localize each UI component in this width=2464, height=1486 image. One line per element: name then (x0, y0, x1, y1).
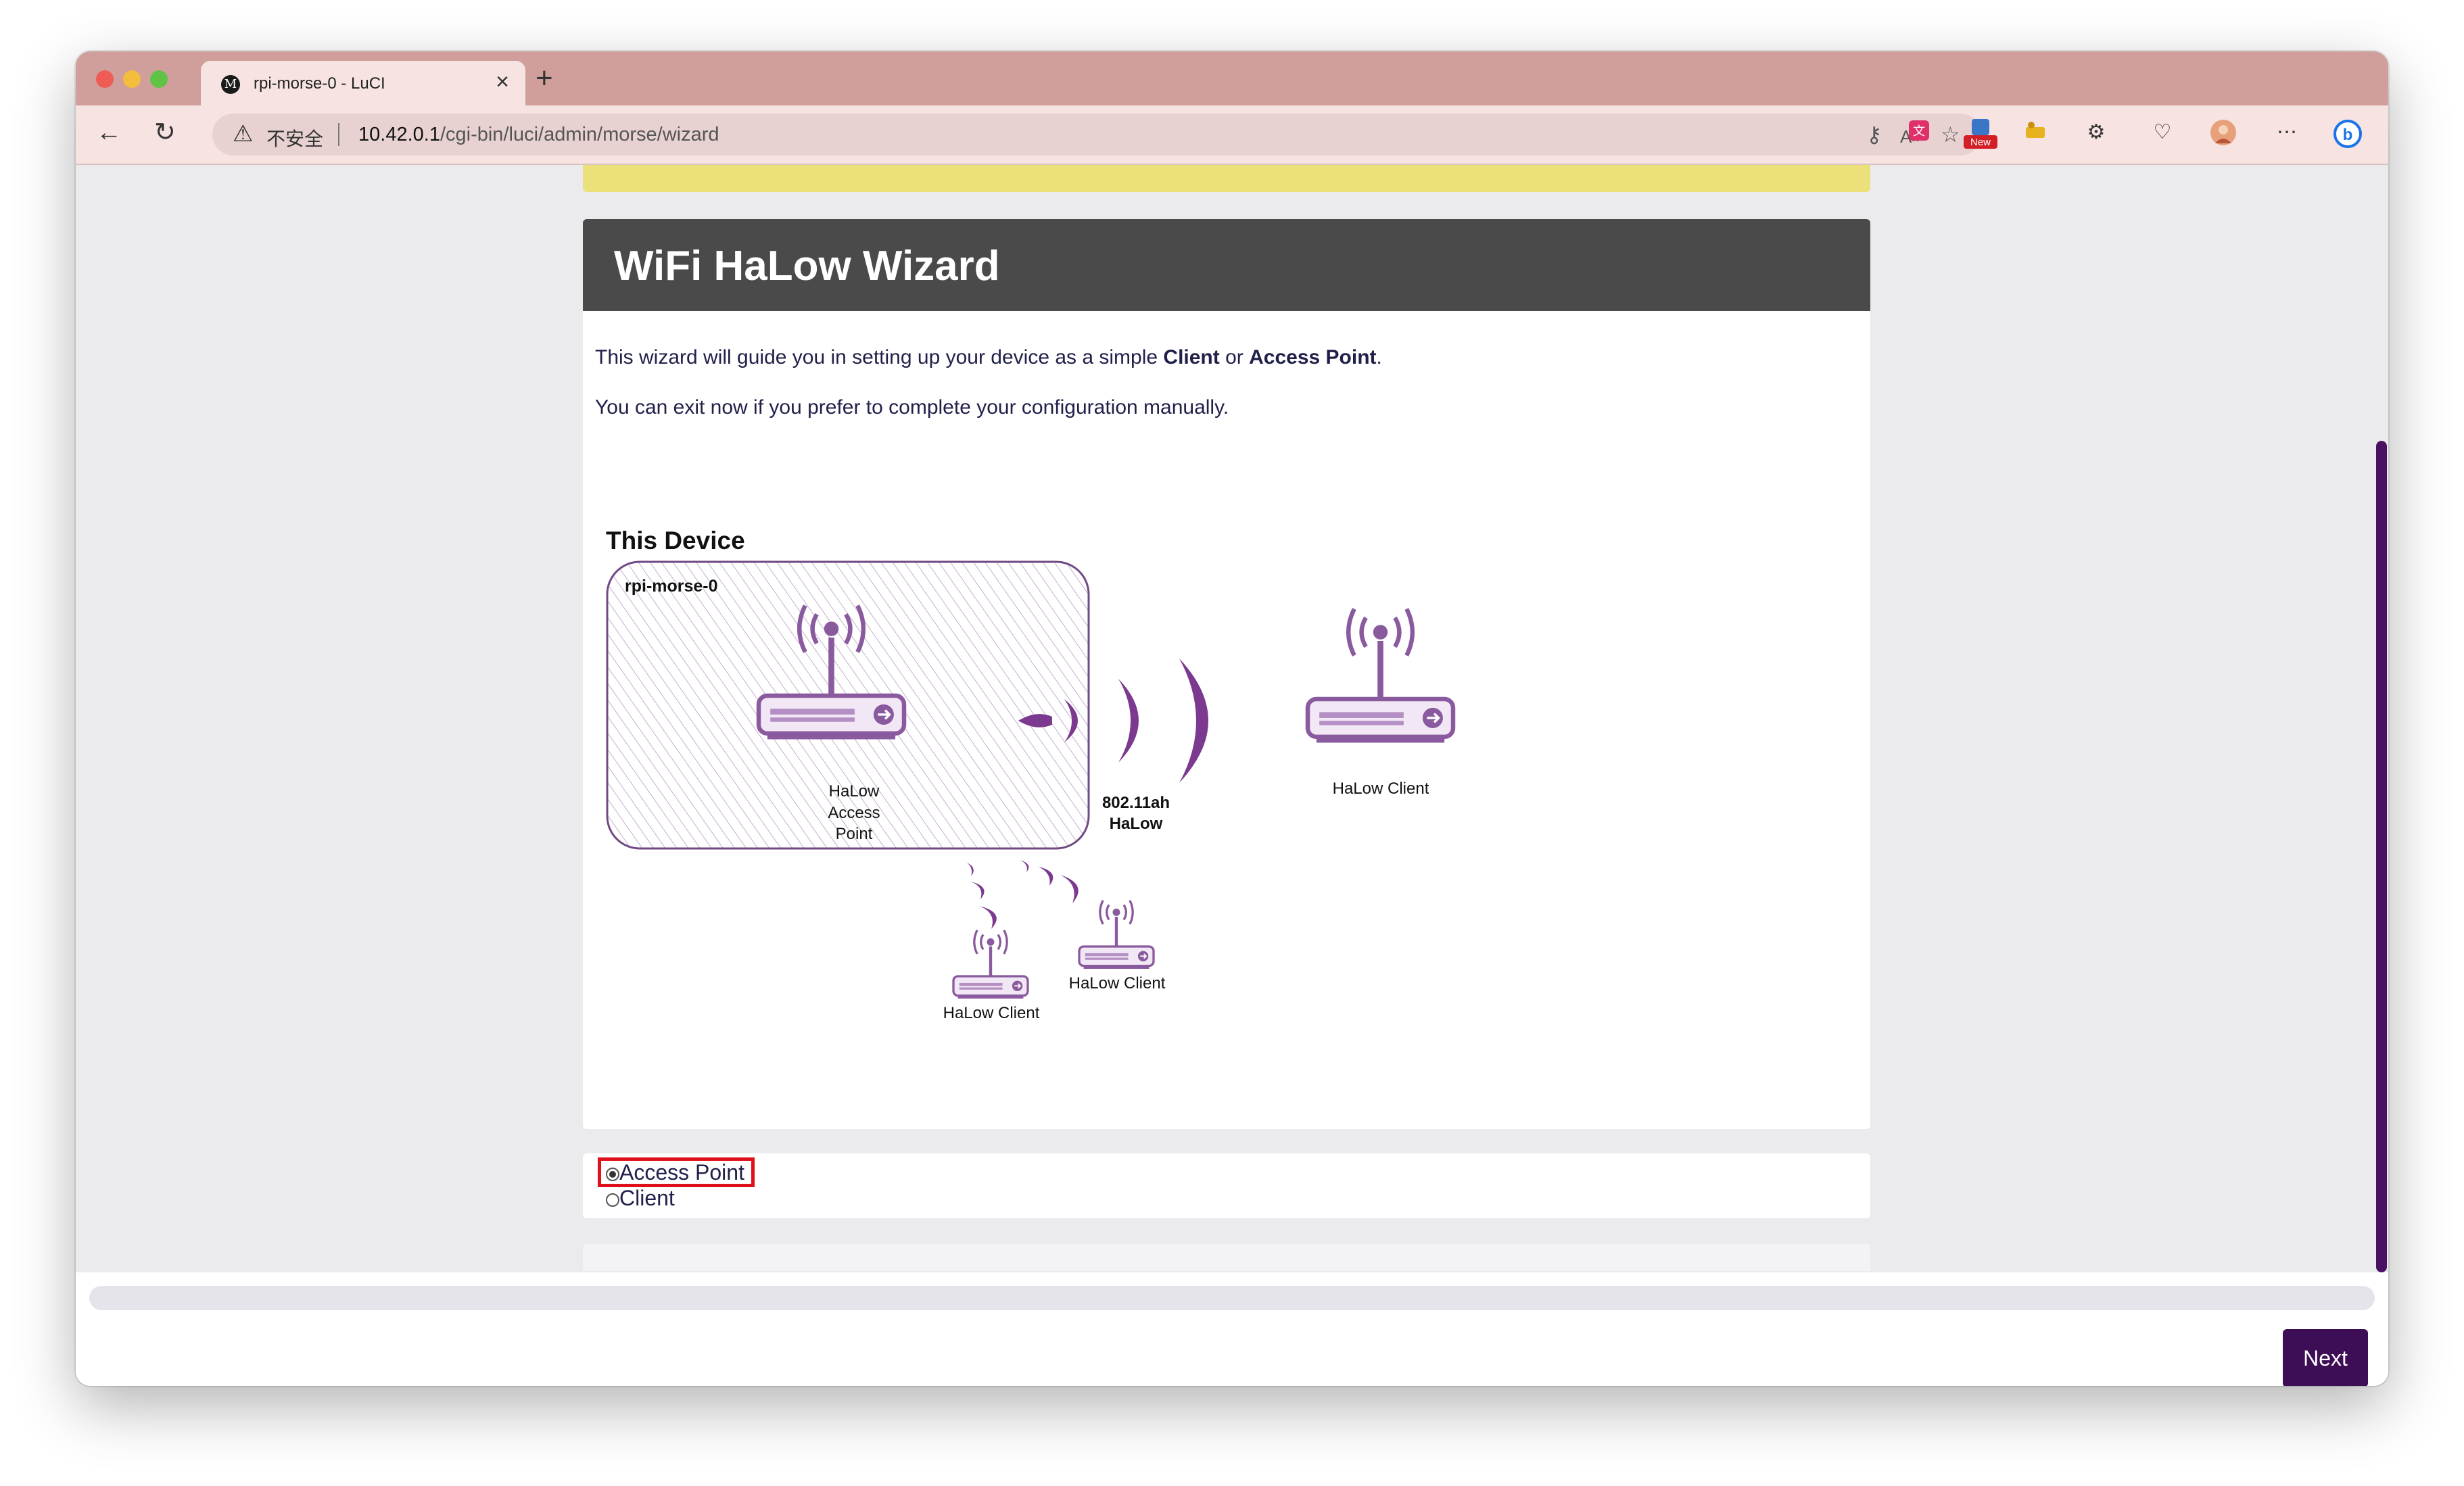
signal-waves-icon (1018, 658, 1208, 783)
client-far-label: HaLow Client (1333, 780, 1429, 798)
extensions-puzzle-icon[interactable]: ⚙ (2087, 121, 2106, 143)
selection-highlight (598, 1157, 755, 1187)
ap-label-2: Access (828, 804, 880, 822)
new-tab-icon[interactable]: + (536, 62, 553, 95)
intro-or: or (1219, 346, 1250, 368)
halow-client-far-icon (1308, 609, 1453, 743)
url-path: /cgi-bin/luci/admin/morse/wizard (440, 124, 719, 145)
address-separator (338, 123, 339, 146)
browser-window: M rpi-morse-0 - LuCI × + ← ↻ ⚠ 不安全 10.42… (76, 51, 2388, 1386)
device-name: rpi-morse-0 (625, 577, 718, 596)
tab-luci[interactable]: M rpi-morse-0 - LuCI × (201, 61, 525, 105)
favorite-star-icon[interactable]: ☆ (1941, 122, 1960, 147)
url-text: 10.42.0.1/cgi-bin/luci/admin/morse/wizar… (358, 124, 719, 146)
profile-avatar[interactable] (2210, 119, 2237, 146)
svg-text:文: 文 (1913, 124, 1925, 139)
radio-client[interactable] (606, 1193, 619, 1207)
reload-icon[interactable]: ↻ (154, 118, 176, 147)
ext-badge-text: New (1970, 137, 1991, 148)
more-menu-icon[interactable]: ⋯ (2277, 121, 2297, 143)
intro-text: This wizard will guide you in setting up… (595, 346, 1382, 369)
mode-option-label-client: Client (619, 1186, 675, 1210)
radio-access-point[interactable] (606, 1168, 619, 1181)
back-arrow-icon[interactable]: ← (96, 118, 122, 147)
wizard-progress-bar (89, 1286, 2375, 1310)
wizard-footer: Next (76, 1272, 2388, 1386)
mode-option-label-ap: Access Point (619, 1160, 744, 1184)
link-label-1: 802.11ah (1102, 794, 1170, 812)
small-signal-waves-icon (967, 860, 1079, 929)
intro-end: . (1376, 346, 1382, 368)
page-scrollbar[interactable] (2376, 441, 2387, 1272)
network-diagram: This Device rpi-morse-0 HaLow Access Poi… (606, 527, 1462, 1022)
browser-toolbar: ← ↻ ⚠ 不安全 10.42.0.1/cgi-bin/luci/admin/m… (76, 105, 2388, 165)
ap-label-1: HaLow (829, 782, 880, 800)
insecure-label: 不安全 (266, 128, 324, 149)
new-extension-icon[interactable]: New (1962, 119, 1999, 149)
page-content: WiFi HaLow Wizard This wizard will guide… (76, 165, 2388, 1272)
next-button[interactable]: Next (2283, 1329, 2368, 1386)
close-window-button[interactable] (96, 70, 114, 88)
intro-ap: Access Point (1249, 346, 1377, 368)
mode-option-access-point[interactable]: Access Point (606, 1160, 744, 1184)
bing-copilot-icon[interactable]: b (2333, 119, 2362, 148)
ap-label-3: Point (836, 825, 873, 843)
svg-text:b: b (2343, 126, 2353, 144)
tab-close-icon[interactable]: × (496, 69, 509, 95)
title-bar: M rpi-morse-0 - LuCI × + (76, 51, 2388, 105)
translate-extension-icon[interactable]: 文 (1905, 119, 1933, 146)
luci-favicon-icon: M (221, 75, 240, 94)
mode-option-client[interactable]: Client (606, 1186, 675, 1210)
warning-icon: ⚠ (233, 121, 254, 147)
shopping-extension-icon[interactable] (2022, 119, 2049, 146)
link-label-2: HaLow (1110, 815, 1163, 833)
address-bar[interactable]: ⚠ 不安全 10.42.0.1/cgi-bin/luci/admin/morse… (212, 114, 1981, 155)
halow-client-low-icon (953, 930, 1028, 999)
intro-client: Client (1163, 346, 1220, 368)
intro-pre: This wizard will guide you in setting up… (595, 346, 1164, 368)
next-section-edge (583, 1244, 1870, 1271)
page-title: WiFi HaLow Wizard (614, 243, 1000, 289)
key-icon[interactable]: ⚷ (1866, 122, 1882, 147)
halow-client-mid-icon (1079, 901, 1154, 969)
tab-title: rpi-morse-0 - LuCI (254, 74, 385, 93)
url-host: 10.42.0.1 (358, 124, 440, 145)
health-heart-icon[interactable]: ♡ (2153, 121, 2172, 143)
exit-text: You can exit now if you prefer to comple… (595, 396, 1229, 418)
wizard-intro-section: This wizard will guide you in setting up… (583, 311, 1870, 1129)
minimize-window-button[interactable] (123, 70, 141, 88)
client-low-label: HaLow Client (943, 1004, 1040, 1022)
notice-bar (583, 165, 1870, 192)
zoom-window-button[interactable] (150, 70, 168, 88)
client-mid-label: HaLow Client (1069, 974, 1166, 992)
wizard-header: WiFi HaLow Wizard (583, 219, 1870, 311)
diagram-heading: This Device (606, 527, 745, 554)
mode-selector: Access Point Client (583, 1153, 1870, 1218)
